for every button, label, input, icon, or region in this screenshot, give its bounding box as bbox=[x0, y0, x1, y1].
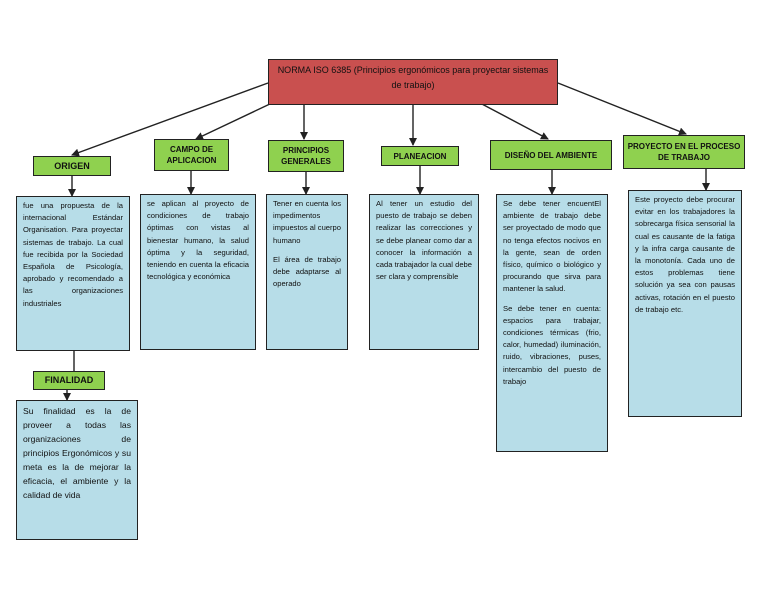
text-principios-1: Tener en cuenta los impedimentos impuest… bbox=[273, 199, 341, 245]
text-planeacion: Al tener un estudio del puesto de trabaj… bbox=[376, 199, 472, 282]
node-label-campo: CAMPO DE APLICACION bbox=[154, 139, 229, 171]
label-principios: PRINCIPIOS GENERALES bbox=[281, 146, 331, 166]
text-box-proyecto: Este proyecto debe procurar evitar en lo… bbox=[628, 190, 742, 417]
text-proyecto: Este proyecto debe procurar evitar en lo… bbox=[635, 195, 735, 314]
arrow-root-diseno bbox=[479, 102, 549, 140]
text-box-planeacion: Al tener un estudio del puesto de trabaj… bbox=[369, 194, 479, 350]
label-diseno: DISEÑO DEL AMBIENTE bbox=[504, 150, 598, 160]
text-box-diseno: Se debe tener encuentEl ambiente de trab… bbox=[496, 194, 608, 452]
root-node: NORMA ISO 6385 (Principios ergonómicos p… bbox=[268, 59, 558, 105]
text-diseno-1: Se debe tener encuentEl ambiente de trab… bbox=[503, 199, 601, 294]
node-label-diseno: DISEÑO DEL AMBIENTE bbox=[490, 140, 612, 170]
root-title: NORMA ISO 6385 (Principios ergonómicos p… bbox=[277, 65, 549, 90]
text-origen: fue una propuesta de la internacional Es… bbox=[23, 201, 123, 308]
label-campo: CAMPO DE APLICACION bbox=[166, 145, 217, 165]
text-campo: se aplican al proyecto de condiciones de… bbox=[147, 199, 249, 282]
node-label-origen: ORIGEN bbox=[33, 156, 111, 176]
node-label-finalidad: FINALIDAD bbox=[33, 371, 105, 390]
node-label-principios: PRINCIPIOS GENERALES bbox=[268, 140, 344, 172]
text-box-origen: fue una propuesta de la internacional Es… bbox=[16, 196, 130, 351]
label-origen: ORIGEN bbox=[54, 160, 90, 171]
arrow-root-origen bbox=[71, 82, 269, 157]
text-box-campo: se aplican al proyecto de condiciones de… bbox=[140, 194, 256, 350]
text-finalidad: Su finalidad es la de proveer a todas la… bbox=[23, 406, 131, 500]
text-diseno-2: Se debe tener en cuenta: espacios para t… bbox=[503, 303, 601, 386]
text-box-finalidad: Su finalidad es la de proveer a todas la… bbox=[16, 400, 138, 540]
text-principios-2: El área de trabajo debe adaptarse al ope… bbox=[273, 254, 341, 289]
text-box-principios: Tener en cuenta los impedimentos impuest… bbox=[266, 194, 348, 350]
label-proyecto: PROYECTO EN EL PROCESO DE TRABAJO bbox=[627, 142, 741, 162]
node-label-planeacion: PLANEACION bbox=[381, 146, 459, 166]
label-planeacion: PLANEACION bbox=[393, 151, 447, 161]
label-finalidad: FINALIDAD bbox=[44, 375, 94, 385]
arrow-root-campo bbox=[195, 102, 273, 140]
node-label-proyecto: PROYECTO EN EL PROCESO DE TRABAJO bbox=[623, 135, 745, 169]
arrow-root-proyecto bbox=[557, 82, 687, 136]
